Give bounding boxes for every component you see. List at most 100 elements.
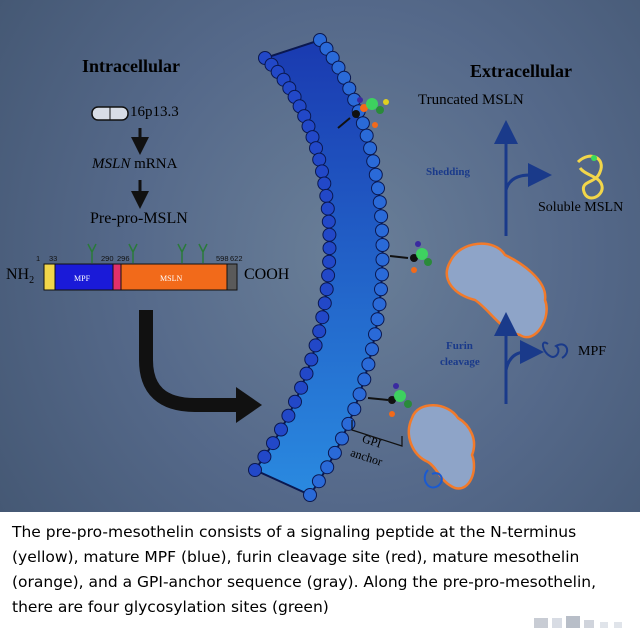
mrna-gene-name: MSLN <box>92 156 131 172</box>
cooh-label: COOH <box>244 266 290 283</box>
pos-296: 296 <box>117 254 130 263</box>
pos-622: 622 <box>230 254 243 263</box>
lipid-head-outer <box>372 195 387 210</box>
glycosylation-site-2 <box>128 243 138 263</box>
lipid-head-outer <box>347 402 362 417</box>
lipid-head-outer <box>366 154 381 169</box>
watermark-logo-icon <box>534 616 622 628</box>
membrane-lipid-heads <box>248 33 390 502</box>
pos-290: 290 <box>101 254 114 263</box>
lipid-head-inner <box>248 463 262 477</box>
lipid-head-inner <box>319 188 334 203</box>
nh2-text: NH <box>6 266 30 283</box>
signal-peptide-segment <box>43 263 56 291</box>
lipid-head-outer <box>370 312 385 327</box>
gpi-anchor-bracket <box>351 420 403 447</box>
glycosylation-site-1 <box>87 243 97 263</box>
chromosome-label: 16p13.3 <box>130 104 179 120</box>
glycosylation-site-4 <box>198 243 208 263</box>
lipid-head-outer <box>311 474 326 489</box>
pos-598: 598 <box>216 254 229 263</box>
lipid-head-outer <box>341 416 356 431</box>
lipid-head-outer <box>375 223 389 238</box>
gpi-segment <box>226 263 238 291</box>
lipid-head-outer <box>355 116 370 131</box>
lipid-head-inner <box>317 176 332 191</box>
intracellular-label: Intracellular <box>82 56 180 76</box>
pre-pro-msln-bar <box>43 263 238 291</box>
furin-site-segment <box>112 263 122 291</box>
truncated-msln-molecule <box>337 97 389 129</box>
lipid-head-inner <box>304 352 319 367</box>
lipid-head-inner <box>309 141 323 156</box>
lipid-head-outer <box>303 488 317 502</box>
shedding-label: Shedding <box>426 166 471 178</box>
lipid-head-inner <box>321 214 336 229</box>
glycosylation-sites <box>87 243 208 263</box>
pos-1: 1 <box>36 254 40 263</box>
caption-text: The pre-pro-mesothelin consists of a sig… <box>12 523 597 616</box>
lipid-head-inner <box>320 201 335 216</box>
soluble-msln-squiggle <box>576 154 604 200</box>
msln-protein-blob-2 <box>407 404 476 490</box>
mpf-fragment-bound <box>423 469 443 489</box>
glycosylation-site-3 <box>177 243 187 263</box>
lipid-head-inner <box>315 310 330 325</box>
lipid-head-outer <box>359 128 374 143</box>
msln-segment <box>120 263 228 291</box>
lipid-head-inner <box>288 394 302 409</box>
lipid-head-inner <box>294 380 309 395</box>
domain-mpf-label: MPF <box>74 274 91 283</box>
gpi-anchored-msln-molecule <box>367 383 476 490</box>
domain-msln-label: MSLN <box>160 274 182 283</box>
lipid-head-outer <box>320 460 335 475</box>
mpf-label: MPF <box>578 344 607 359</box>
nh2-label: NH2 <box>6 266 34 286</box>
lipid-head-outer <box>335 431 349 446</box>
extracellular-label: Extracellular <box>470 61 572 81</box>
pre-pro-msln-label: Pre-pro-MSLN <box>90 210 188 227</box>
soluble-msln-label: Soluble MSLN <box>538 200 624 215</box>
diagram-graphics: MPF MSLN 1 33 290 296 598 622 <box>36 33 604 502</box>
lipid-head-inner <box>315 164 329 179</box>
lipid-head-inner <box>257 449 272 464</box>
lipid-head-outer <box>371 181 385 196</box>
lipid-head-outer <box>327 445 342 460</box>
truncated-msln-label: Truncated MSLN <box>418 92 524 108</box>
lipid-head-inner <box>321 268 336 283</box>
lipid-head-outer <box>357 372 372 387</box>
lipid-head-inner <box>312 152 327 167</box>
lipid-head-inner <box>281 408 296 423</box>
msln-protein-blob-1 <box>445 242 548 339</box>
mpf-squiggle <box>542 341 569 359</box>
lipid-head-inner <box>322 227 337 242</box>
lipid-head-inner <box>312 324 327 339</box>
lipid-head-outer <box>365 342 379 357</box>
lipid-head-inner <box>308 338 323 353</box>
furin-label: Furin <box>446 340 473 352</box>
lipid-head-outer <box>368 327 382 342</box>
lipid-head-inner <box>319 282 334 297</box>
mature-msln-mpf-molecule <box>389 241 548 339</box>
mrna-suffix: mRNA <box>130 156 178 172</box>
cleavage-label: cleavage <box>440 356 480 368</box>
lipid-head-outer <box>363 141 378 156</box>
lipid-head-inner <box>322 241 337 256</box>
mpf-branch-arrow <box>504 340 544 371</box>
lipid-head-outer <box>352 387 367 402</box>
figure-caption: The pre-pro-mesothelin consists of a sig… <box>0 512 640 638</box>
lipid-head-outer <box>374 282 388 297</box>
lipid-head-inner <box>322 254 337 269</box>
mrna-label: MSLN mRNA <box>92 156 177 173</box>
lipid-head-outer <box>361 357 376 372</box>
lipid-head-inner <box>274 422 288 437</box>
lipid-head-outer <box>372 297 387 312</box>
lipid-head-outer <box>368 167 383 182</box>
pos-33: 33 <box>49 254 57 263</box>
lipid-head-inner <box>317 296 332 311</box>
translocation-arrow <box>139 310 238 412</box>
lipid-head-outer <box>375 252 390 267</box>
translocation-arrowhead <box>236 387 262 423</box>
nh2-subscript: 2 <box>29 275 35 287</box>
